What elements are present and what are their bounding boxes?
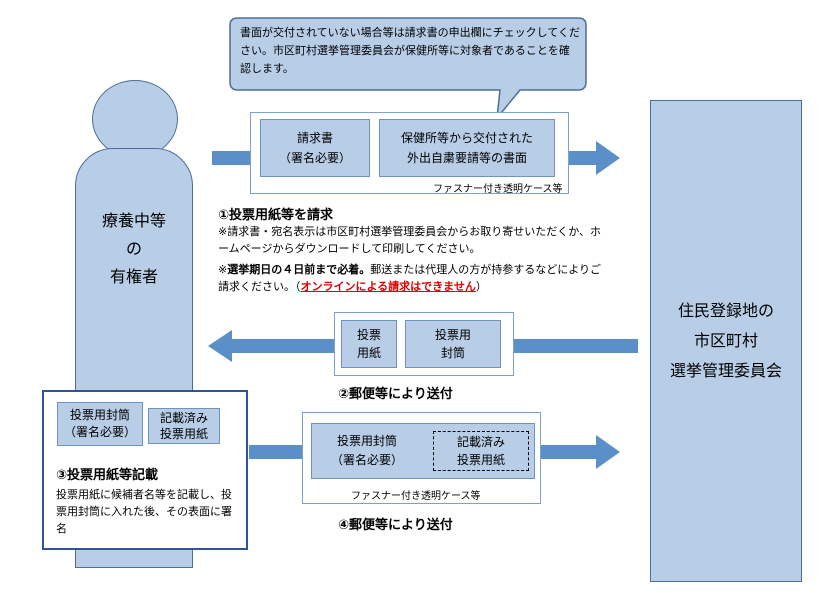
step1-note2-rest: 郵送または代理人の方が持参するなどによりご請求ください。（	[218, 263, 601, 293]
step1-title: ①投票用紙等を請求	[218, 208, 334, 223]
step1-note2-end: ）	[475, 280, 487, 293]
step1-request-box: 請求書 （署名必要）	[260, 119, 370, 177]
arrow-1-left-stub	[212, 151, 250, 165]
step1-note1: ※請求書・宛名表示は市区町村選挙管理委員会からお取り寄せいただくか、ホームページ…	[218, 225, 601, 255]
step4-envelope-line1: 投票用封筒	[336, 434, 397, 448]
step2-envelope-line2: 封筒	[440, 346, 465, 360]
committee-box: 住民登録地の 市区町村 選挙管理委員会	[650, 100, 802, 582]
step4-envelope-line2: （署名必要）	[330, 453, 403, 467]
step1-note2-bold: 選挙期日の４日前まで必着。	[227, 263, 371, 276]
step3-envelope-line1: 投票用封筒	[69, 408, 130, 422]
step3-filled-line1: 記載済み	[159, 411, 208, 425]
step3-filled-box: 記載済み 投票用紙	[148, 408, 220, 444]
step1-case: 請求書 （署名必要） 保健所等から交付された 外出自粛要請等の書面 ファスナー付…	[250, 112, 569, 195]
arrow-1-head	[569, 141, 620, 175]
committee-line2: 市区町村	[693, 331, 758, 350]
arrow-4-head	[541, 435, 620, 469]
step3-note: 投票用紙に候補者名等を記載し、投票用封筒に入れた後、その表面に署名	[56, 488, 232, 535]
step4-envelope-box	[311, 423, 535, 479]
callout-bubble	[229, 17, 587, 121]
step2-ballot-line2: 用紙	[356, 346, 381, 360]
step1-request-line2: （署名必要）	[278, 151, 351, 165]
arrow-2-right-stub	[514, 339, 638, 353]
voter-line1: 療養中等	[101, 211, 166, 230]
arrow-2-left-head	[208, 330, 338, 362]
step4-case-label: ファスナー付き透明ケース等	[351, 491, 481, 502]
voter-head	[92, 80, 178, 158]
voter-line3: 有権者	[109, 267, 158, 286]
step2-envelope-box: 投票用 封筒	[405, 320, 501, 368]
step1-request-line1: 請求書	[296, 131, 333, 145]
committee-line1: 住民登録地の	[677, 301, 774, 320]
arrow-4-left-stub	[249, 445, 302, 459]
step1-document-line2: 外出自粛要請等の書面	[406, 151, 527, 165]
step1-note2: ※選挙期日の４日前まで必着。郵送または代理人の方が持参するなどによりご請求くださ…	[218, 261, 603, 295]
step4-filled-line1: 記載済み	[456, 435, 505, 449]
step1-document-line1: 保健所等から交付された	[400, 131, 533, 145]
step2-case: 投票 用紙 投票用 封筒	[334, 312, 514, 376]
step1-note2-red: オンラインによる請求はできません	[300, 280, 476, 293]
committee-line3: 選挙管理委員会	[669, 361, 782, 380]
step2-ballot-box: 投票 用紙	[341, 320, 397, 368]
step3-title: ③投票用紙等記載	[56, 468, 159, 483]
step4-title: ④郵便等により送付	[338, 518, 453, 533]
step1-case-label: ファスナー付き透明ケース等	[433, 184, 563, 195]
step2-ballot-line1: 投票	[356, 328, 381, 342]
step3-envelope-box: 投票用封筒 （署名必要）	[57, 402, 143, 446]
step1-note2-prefix: ※	[218, 263, 228, 276]
step1-document-box: 保健所等から交付された 外出自粛要請等の書面	[379, 119, 555, 177]
step4-filled-line2: 投票用紙	[456, 453, 505, 467]
step3-filled-line2: 投票用紙	[159, 427, 208, 441]
step4-case: 投票用封筒 （署名必要） 記載済み 投票用紙 ファスナー付き透明ケース等	[302, 412, 541, 504]
step4-filled-box: 記載済み 投票用紙	[433, 431, 529, 471]
step2-envelope-line1: 投票用	[434, 328, 471, 342]
callout-text: 書面が交付されていない場合等は請求書の申出欄にチェックしてください。市区町村選挙…	[240, 26, 581, 75]
step3-envelope-line2: （署名必要）	[63, 425, 136, 439]
voter-line2: の	[125, 239, 142, 258]
step3-frame: 投票用封筒 （署名必要） 記載済み 投票用紙 ③投票用紙等記載 投票用紙に候補者…	[42, 390, 248, 550]
step4-envelope-text: 投票用封筒 （署名必要）	[317, 427, 417, 475]
step2-title: ②郵便等により送付	[338, 387, 453, 402]
